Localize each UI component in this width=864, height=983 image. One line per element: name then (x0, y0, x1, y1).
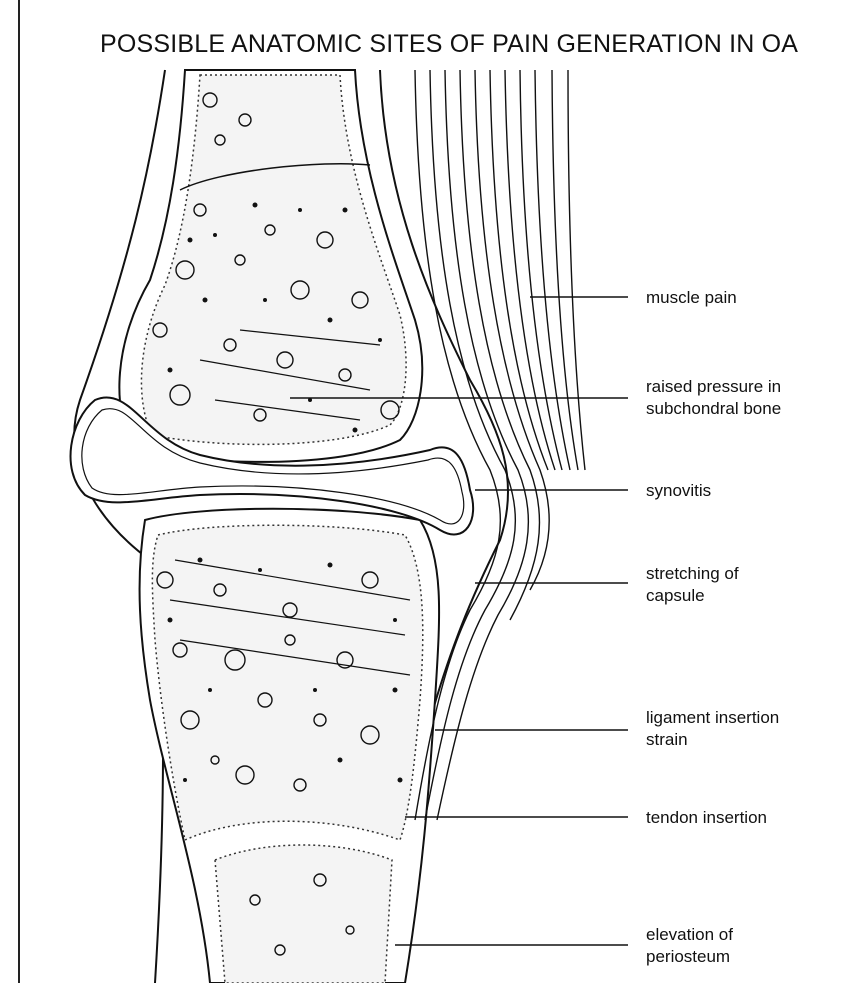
label-tendon-insertion: tendon insertion (646, 807, 767, 829)
label-subchondral-bone: raised pressure in subchondral bone (646, 376, 781, 420)
label-capsule-stretching: stretching of capsule (646, 563, 739, 607)
tibia-lower-cancellous (215, 845, 392, 983)
label-periosteum-elevation: elevation of periosteum (646, 924, 733, 968)
tibia-cancellous (152, 525, 422, 840)
label-synovitis: synovitis (646, 480, 711, 502)
label-ligament-insertion: ligament insertion strain (646, 707, 779, 751)
label-muscle-pain: muscle pain (646, 287, 737, 309)
